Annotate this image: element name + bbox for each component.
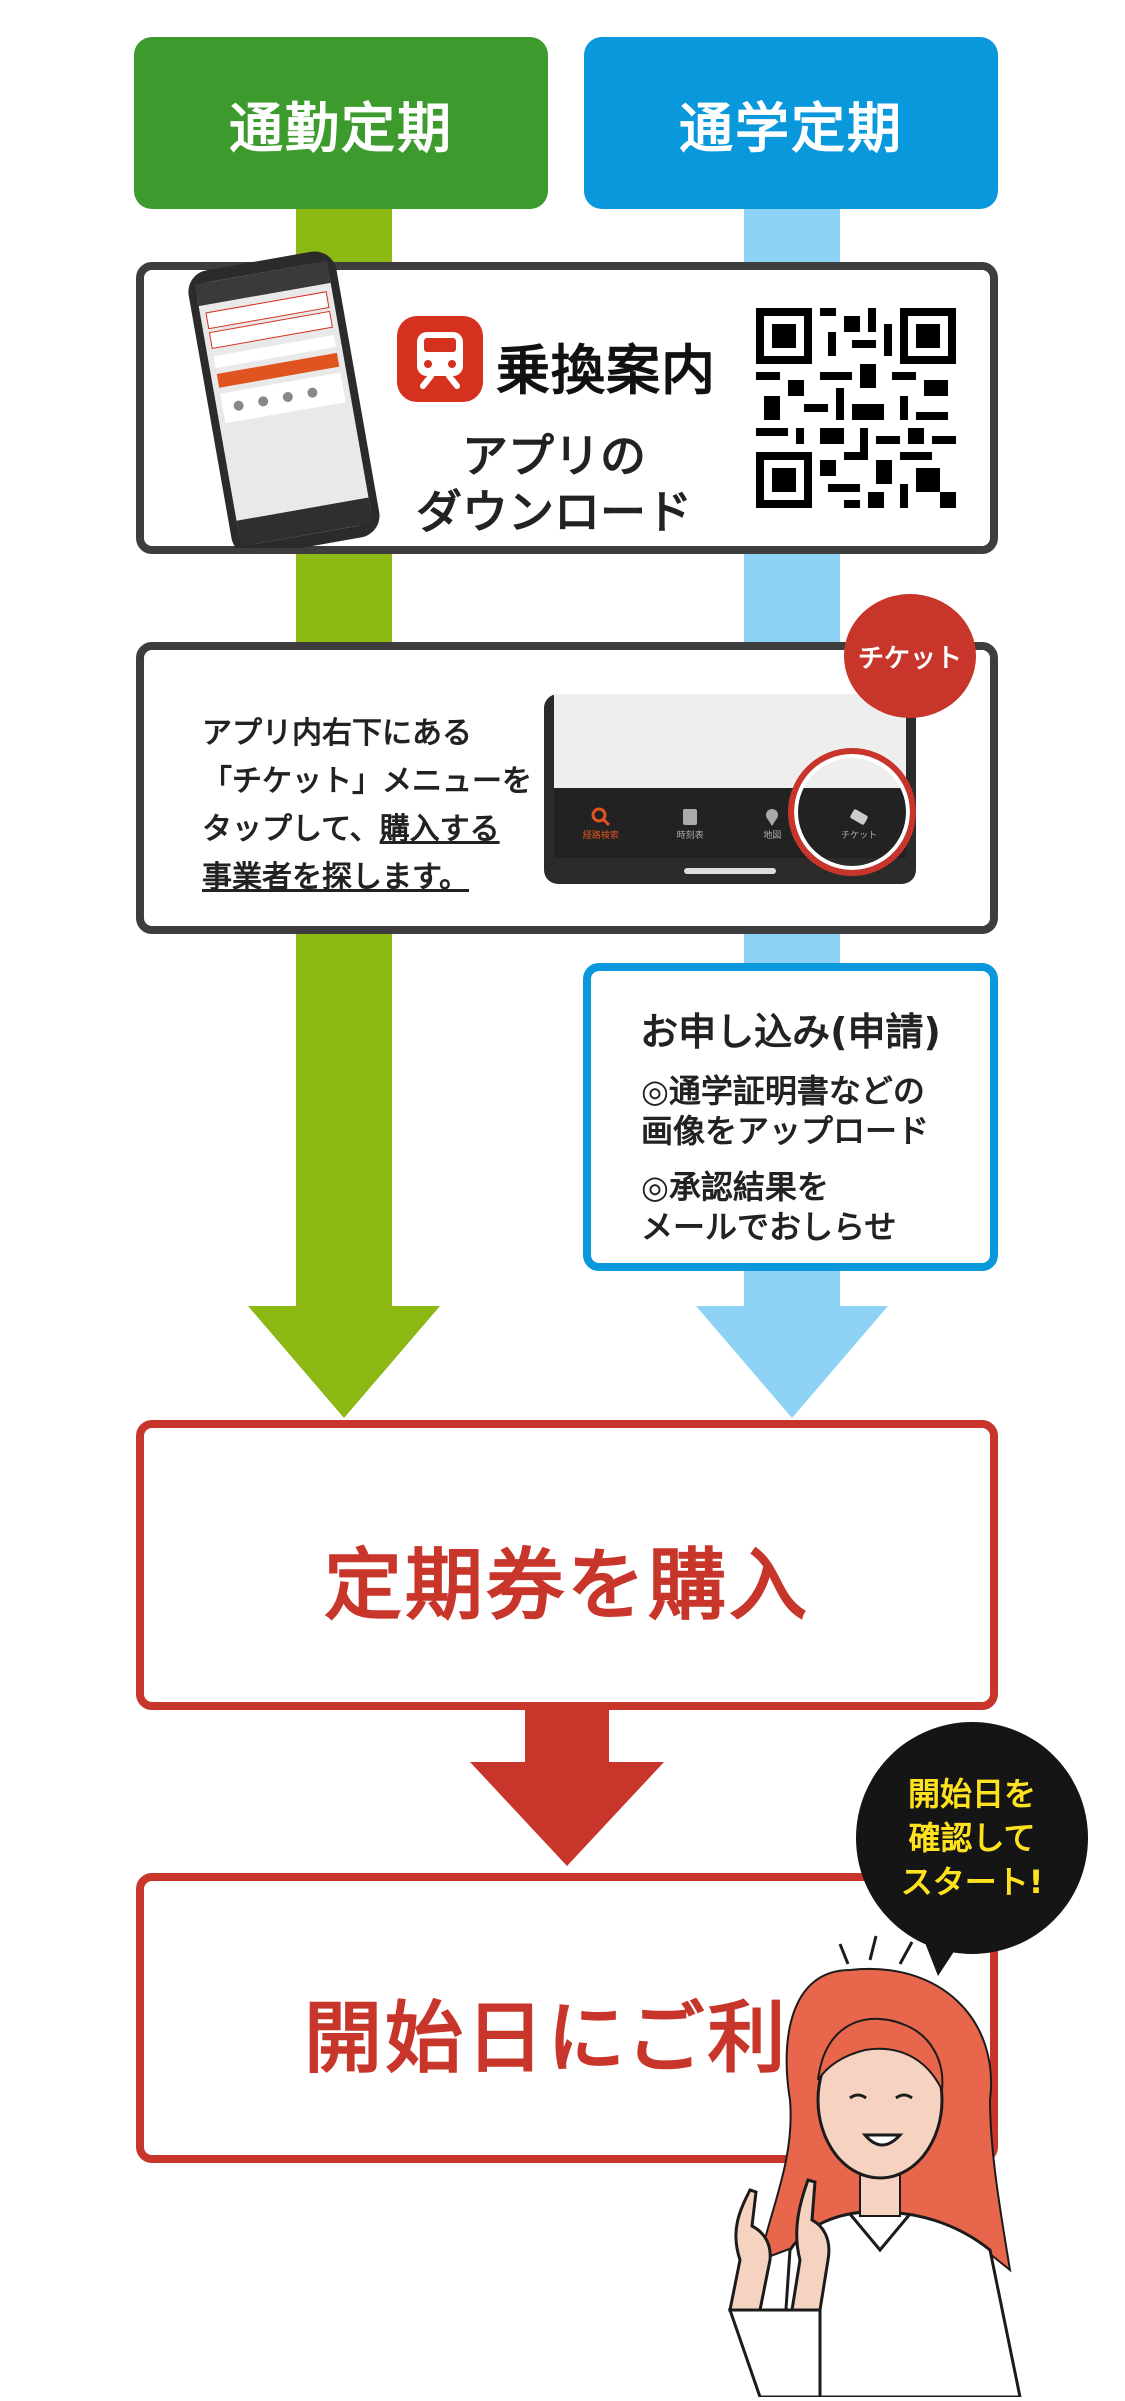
start-date-bubble: 開始日を 確認して スタート! <box>856 1722 1088 1954</box>
start-date-use-label: 開始日にご利用 <box>304 1994 870 2084</box>
ticket-line4: 事業者を探します。 <box>202 860 469 895</box>
ticket-instructions: アプリ内右下にある 「チケット」メニューを タップして、購入する 事業者を探しま… <box>202 710 532 902</box>
ticket-line3-plain: タップして、 <box>202 812 380 847</box>
application-card[interactable]: お申し込み(申請) ◎通学証明書などの 画像をアップロード ◎承認結果を メール… <box>583 963 998 1271</box>
apply-item1-line1: ◎通学証明書などの <box>641 1072 925 1110</box>
purchase-pass-card[interactable]: 定期券を購入 <box>136 1420 998 1710</box>
ticket-line3-underlined: 購入する <box>379 812 500 847</box>
commute-pass-tab[interactable]: 通勤定期 <box>134 37 548 209</box>
student-pass-tab[interactable]: 通学定期 <box>584 37 998 209</box>
commute-pass-label: 通勤定期 <box>229 96 453 160</box>
phone-tab-label: 時刻表 <box>676 830 704 841</box>
bubble-line1: 開始日を <box>907 1775 1036 1813</box>
timetable-icon: 時刻表 <box>677 806 704 841</box>
bubble-line2: 確認して <box>908 1819 1036 1857</box>
application-title: お申し込み(申請) <box>640 1010 941 1054</box>
download-text-line1: アプリの <box>462 429 646 483</box>
phone-illustration <box>178 248 398 557</box>
phone-tab-label: 地図 <box>763 830 782 841</box>
ticket-line1: アプリ内右下にある <box>202 716 472 751</box>
phone-tab-label: 経路検索 <box>582 830 619 841</box>
ticket-line3: タップして、購入する <box>202 806 532 854</box>
apply-item2-line2: メールでおしらせ <box>641 1208 897 1246</box>
ticket-badge: チケット <box>844 594 976 718</box>
red-arrow-head <box>470 1762 664 1866</box>
student-arrow-head <box>696 1306 888 1418</box>
download-text-line2: ダウンロード <box>416 485 692 539</box>
ticket-line2: 「チケット」メニューを <box>202 764 532 799</box>
search-icon: 経路検索 <box>583 806 619 841</box>
qr-code-icon[interactable] <box>756 308 956 508</box>
app-name: 乗換案内 <box>496 339 716 402</box>
app-logo-train-icon <box>397 316 483 402</box>
apply-item2-line1: ◎承認結果を <box>641 1168 829 1206</box>
commute-arrow-head <box>248 1306 440 1418</box>
student-pass-label: 通学定期 <box>679 96 903 160</box>
person-illustration <box>700 1930 1060 2399</box>
bubble-line3: スタート! <box>900 1863 1044 1901</box>
map-pin-icon: 地図 <box>761 806 783 841</box>
apply-item1-line2: 画像をアップロード <box>641 1112 930 1150</box>
app-download-card[interactable]: 乗換案内 アプリの ダウンロード <box>136 251 998 557</box>
ticket-highlight-circle <box>788 748 916 876</box>
purchase-pass-label: 定期券を購入 <box>323 1541 810 1631</box>
red-arrow-stem <box>525 1710 609 1764</box>
